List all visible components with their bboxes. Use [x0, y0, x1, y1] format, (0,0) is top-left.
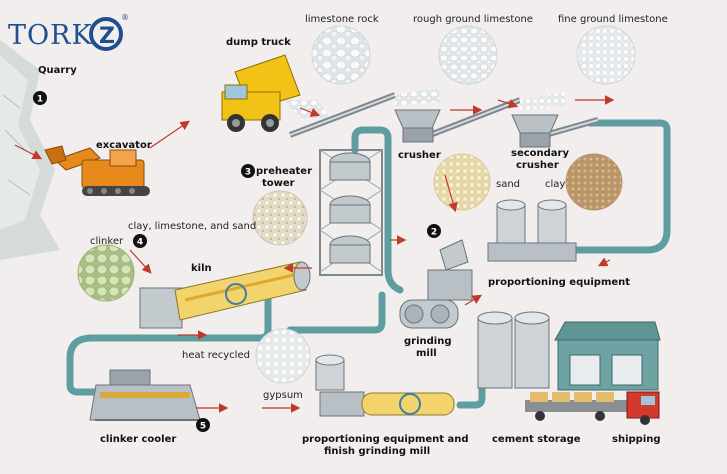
label-shipping: shipping — [612, 434, 661, 445]
clinker-sample — [77, 244, 135, 302]
tork-logo: TORK Z ® — [8, 13, 129, 51]
svg-text:1: 1 — [37, 95, 43, 105]
preheater-tower — [319, 149, 383, 276]
label-preheater-tower-line2: tower — [262, 178, 295, 189]
kiln-machine — [139, 261, 311, 329]
label-crusher: crusher — [398, 150, 441, 161]
logo-ring — [89, 17, 123, 51]
pipe-to-proportioning — [571, 119, 671, 254]
label-sand: sand — [496, 179, 520, 190]
label-cement-storage: cement storage — [492, 434, 581, 445]
pipe-heat-recycle — [286, 291, 386, 334]
step-badges: 1 2 3 4 5 — [33, 91, 441, 432]
label-dump-truck: dump truck — [226, 37, 291, 48]
shipping-warehouse — [554, 321, 661, 391]
logo-mark: Z — [99, 24, 115, 49]
svg-text:2: 2 — [431, 228, 437, 238]
finish-grinding-machine — [315, 354, 455, 417]
pipe-tower-top — [351, 126, 392, 274]
pipe-tower-to-mill — [384, 266, 404, 294]
svg-text:4: 4 — [137, 238, 143, 248]
label-proportioning-equipment: proportioning equipment — [488, 277, 630, 288]
label-clay: clay — [545, 179, 565, 190]
label-heat-recycled: heat recycled — [182, 350, 250, 361]
mix-sample — [252, 190, 308, 246]
label-finish-grinding-line1: proportioning equipment and — [302, 434, 469, 445]
step-badge-3: 3 — [241, 164, 255, 178]
material-samples-mid — [77, 153, 623, 384]
label-grinding-mill-line1: grinding — [404, 336, 452, 347]
label-secondary-crusher-line1: secondary — [511, 148, 569, 159]
rough-limestone-sample — [438, 25, 498, 85]
label-quarry: Quarry — [38, 65, 77, 76]
limestone-rock-sample — [311, 25, 371, 85]
sand-sample — [433, 153, 491, 211]
step-badge-2: 2 — [427, 224, 441, 238]
grinding-mill-machine — [399, 239, 473, 329]
fine-limestone-sample — [576, 25, 636, 85]
label-kiln: kiln — [191, 263, 212, 274]
svg-text:3: 3 — [245, 168, 251, 178]
logo-registered: ® — [121, 13, 129, 22]
cement-storage-silos — [477, 311, 550, 389]
label-clinker-cooler: clinker cooler — [100, 434, 176, 445]
label-limestone-rock: limestone rock — [305, 14, 379, 25]
label-gypsum: gypsum — [263, 390, 303, 401]
label-clinker: clinker — [90, 236, 124, 247]
label-rough-ground-limestone: rough ground limestone — [413, 14, 533, 25]
label-finish-grinding-line2: finish grinding mill — [324, 446, 430, 457]
excavator — [44, 145, 150, 196]
dump-truck — [221, 54, 330, 132]
step-badge-4: 4 — [133, 234, 147, 248]
conveyors — [288, 88, 599, 138]
label-clay-limestone-sand: clay, limestone, and sand — [128, 221, 256, 232]
crusher-machine — [394, 109, 441, 143]
clinker-cooler-machine — [89, 369, 201, 421]
label-grinding-mill-line2: mill — [416, 348, 437, 359]
step-badge-1: 1 — [33, 91, 47, 105]
clay-sample — [565, 153, 623, 211]
step-badge-5: 5 — [196, 418, 210, 432]
label-secondary-crusher-line2: crusher — [516, 160, 559, 171]
material-samples-top — [311, 25, 636, 85]
quarry-hillside — [0, 40, 60, 260]
secondary-crusher-machine — [511, 114, 559, 148]
flow-arrows — [14, 95, 615, 413]
heat-recycled-sample — [255, 328, 311, 384]
label-preheater-tower-line1: preheater — [256, 166, 312, 177]
proportioning-silos — [487, 199, 577, 262]
label-excavator: excavator — [96, 140, 152, 151]
labels: Quarry excavator dump truck limestone ro… — [38, 14, 668, 457]
logo-text: TORK — [8, 20, 93, 51]
shipping-truck — [525, 391, 660, 425]
svg-text:5: 5 — [200, 422, 206, 432]
label-fine-ground-limestone: fine ground limestone — [558, 14, 668, 25]
